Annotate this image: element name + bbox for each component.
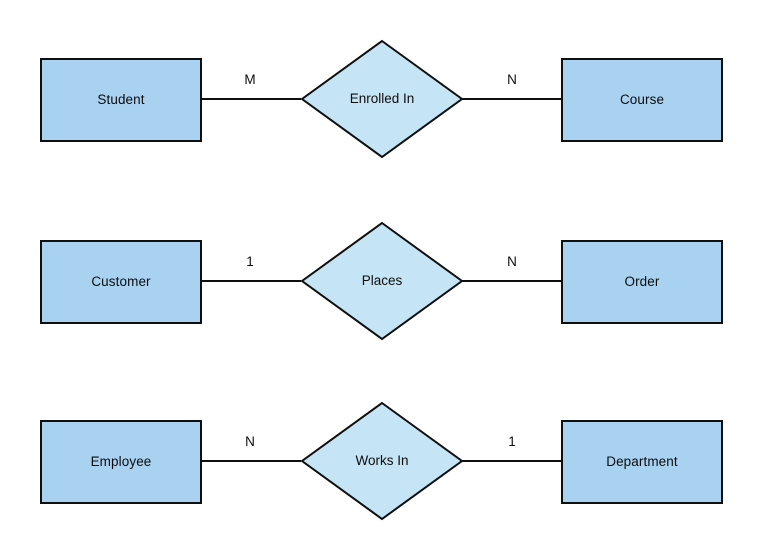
diamond-shape [300, 401, 464, 521]
cardinality-right: N [507, 72, 517, 87]
connector-line-right [462, 98, 562, 100]
connector-line-left [200, 280, 301, 282]
entity-customer[interactable]: Customer [40, 240, 202, 324]
cardinality-right: 1 [508, 434, 516, 449]
er-relationship-row: Customer 1 Places N Order [0, 211, 761, 351]
entity-order[interactable]: Order [561, 240, 723, 324]
er-relationship-row: Student M Enrolled In N Course [0, 29, 761, 169]
cardinality-right: N [507, 254, 517, 269]
entity-course[interactable]: Course [561, 58, 723, 142]
entity-label: Employee [90, 454, 152, 470]
connector-line-left [200, 98, 301, 100]
diamond-shape [300, 221, 464, 341]
cardinality-left: M [244, 72, 256, 87]
entity-label: Course [619, 92, 665, 108]
relationship-enrolled-in[interactable]: Enrolled In [300, 39, 464, 159]
relationship-works-in[interactable]: Works In [300, 401, 464, 521]
entity-department[interactable]: Department [561, 420, 723, 504]
connector-line-right [462, 460, 562, 462]
entity-employee[interactable]: Employee [40, 420, 202, 504]
connector-line-left [200, 460, 301, 462]
entity-label: Department [606, 454, 678, 470]
relationship-places[interactable]: Places [300, 221, 464, 341]
entity-label: Customer [91, 274, 151, 290]
entity-student[interactable]: Student [40, 58, 202, 142]
cardinality-left: N [245, 434, 255, 449]
entity-label: Order [624, 274, 660, 290]
entity-label: Student [97, 92, 145, 108]
er-relationship-row: Employee N Works In 1 Department [0, 391, 761, 531]
diamond-shape [300, 39, 464, 159]
cardinality-left: 1 [246, 254, 254, 269]
connector-line-right [462, 280, 562, 282]
